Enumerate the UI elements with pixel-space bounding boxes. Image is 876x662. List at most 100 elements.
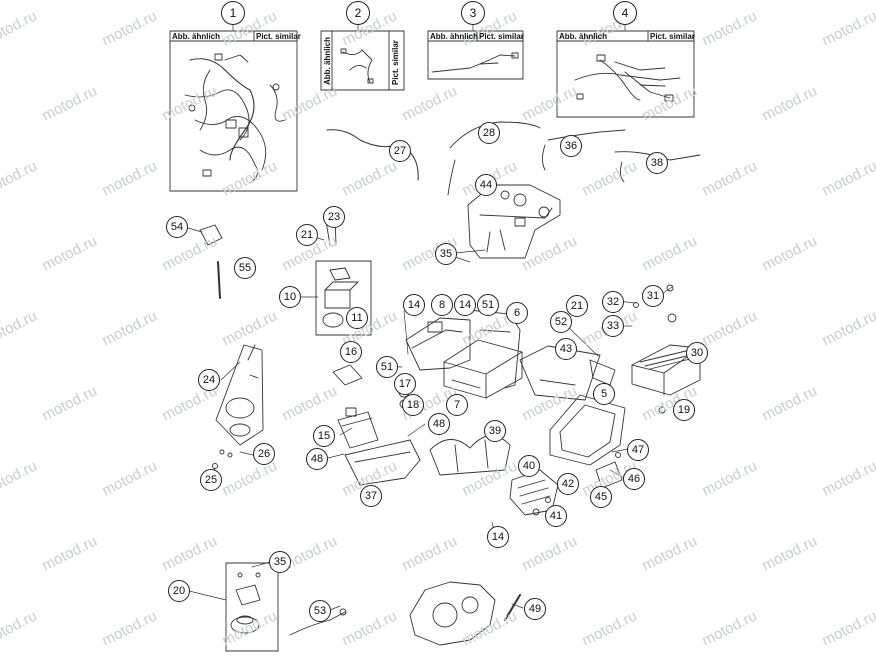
watermark: motod.ru bbox=[519, 532, 580, 575]
relay-45 bbox=[595, 452, 623, 489]
watermark: motod.ru bbox=[459, 607, 520, 650]
watermark: motod.ru bbox=[99, 307, 160, 350]
leader-lines bbox=[187, 23, 673, 611]
callout-c35a: 35 bbox=[435, 243, 457, 265]
callout-c45: 45 bbox=[590, 486, 612, 508]
watermark: motod.ru bbox=[699, 307, 760, 350]
callout-c11: 11 bbox=[346, 307, 368, 329]
callout-c55: 55 bbox=[234, 257, 256, 279]
inset2-label-en: Pict. similar bbox=[391, 40, 400, 85]
watermark: motod.ru bbox=[99, 7, 160, 50]
watermark: motod.ru bbox=[339, 157, 400, 200]
callout-c14c: 14 bbox=[487, 526, 509, 548]
watermark: motod.ru bbox=[699, 157, 760, 200]
callout-c14a: 14 bbox=[403, 294, 425, 316]
callout-c4: 4 bbox=[613, 1, 637, 25]
callout-c7: 7 bbox=[446, 394, 468, 416]
watermark: motod.ru bbox=[219, 457, 280, 500]
callout-c23: 23 bbox=[323, 206, 345, 228]
watermark: motod.ru bbox=[0, 307, 40, 350]
inset3-label-de: Abb. ähnlich bbox=[430, 32, 478, 41]
callout-c38: 38 bbox=[646, 152, 668, 174]
inset-main-harness bbox=[169, 30, 298, 192]
watermark: motod.ru bbox=[519, 232, 580, 275]
watermark: motod.ru bbox=[279, 82, 340, 125]
callout-c21a: 21 bbox=[296, 224, 318, 246]
callout-c19: 19 bbox=[673, 399, 695, 421]
tray-37 bbox=[344, 439, 421, 486]
watermark: motod.ru bbox=[219, 607, 280, 650]
callout-c39: 39 bbox=[484, 420, 506, 442]
watermark: motod.ru bbox=[819, 157, 876, 200]
watermark: motod.ru bbox=[579, 607, 640, 650]
callout-c54: 54 bbox=[166, 216, 188, 238]
callout-c53: 53 bbox=[309, 600, 331, 622]
callout-c18: 18 bbox=[402, 394, 424, 416]
watermark: motod.ru bbox=[699, 607, 760, 650]
callout-c16: 16 bbox=[340, 341, 362, 363]
watermark: motod.ru bbox=[819, 457, 876, 500]
watermark: motod.ru bbox=[639, 82, 700, 125]
inset-harness-2 bbox=[320, 30, 405, 91]
callout-c20: 20 bbox=[168, 580, 190, 602]
watermark: motod.ru bbox=[159, 232, 220, 275]
watermark: motod.ru bbox=[699, 457, 760, 500]
watermark: motod.ru bbox=[399, 532, 460, 575]
watermark: motod.ru bbox=[159, 532, 220, 575]
watermark: motod.ru bbox=[399, 82, 460, 125]
connector-group bbox=[405, 309, 521, 389]
watermark: motod.ru bbox=[759, 382, 820, 425]
watermark: motod.ru bbox=[639, 232, 700, 275]
watermark: motod.ru bbox=[39, 382, 100, 425]
callout-c25: 25 bbox=[200, 469, 222, 491]
callout-c42: 42 bbox=[557, 473, 579, 495]
watermark: motod.ru bbox=[39, 82, 100, 125]
callout-c6: 6 bbox=[506, 302, 528, 324]
callout-c26: 26 bbox=[253, 443, 275, 465]
watermark: motod.ru bbox=[99, 157, 160, 200]
holder-5 bbox=[549, 394, 626, 466]
watermark: motod.ru bbox=[219, 157, 280, 200]
callout-c1: 1 bbox=[221, 1, 245, 25]
callout-c33: 33 bbox=[602, 315, 624, 337]
callout-c32: 32 bbox=[602, 291, 624, 313]
relay-inset bbox=[315, 260, 372, 336]
watermark: motod.ru bbox=[639, 532, 700, 575]
horn-inset bbox=[225, 562, 279, 652]
watermark: motod.ru bbox=[279, 382, 340, 425]
watermark: motod.ru bbox=[0, 457, 40, 500]
ecu-7 bbox=[443, 339, 523, 399]
callout-c28: 28 bbox=[478, 122, 500, 144]
callout-c51b: 51 bbox=[376, 356, 398, 378]
watermark: motod.ru bbox=[0, 607, 40, 650]
callout-c43: 43 bbox=[555, 338, 577, 360]
watermark: motod.ru bbox=[159, 82, 220, 125]
callout-c27: 27 bbox=[389, 140, 411, 162]
switch-15 bbox=[337, 407, 379, 449]
inset3-label-en: Pict. similar bbox=[479, 32, 524, 41]
watermark: motod.ru bbox=[39, 532, 100, 575]
callout-c35b: 35 bbox=[269, 551, 291, 573]
callout-c24: 24 bbox=[198, 369, 220, 391]
callout-c14b: 14 bbox=[454, 294, 476, 316]
bracket-44 bbox=[467, 184, 561, 259]
watermark: motod.ru bbox=[759, 532, 820, 575]
callout-c48a: 48 bbox=[428, 413, 450, 435]
callout-c46: 46 bbox=[623, 468, 645, 490]
watermark: motod.ru bbox=[579, 157, 640, 200]
watermark: motod.ru bbox=[519, 82, 580, 125]
watermark: motod.ru bbox=[519, 382, 580, 425]
callout-c51a: 51 bbox=[477, 294, 499, 316]
callout-c52: 52 bbox=[550, 311, 572, 333]
inset-harness-4 bbox=[556, 30, 695, 118]
callout-c41: 41 bbox=[545, 505, 567, 527]
watermark: motod.ru bbox=[339, 607, 400, 650]
watermark: motod.ru bbox=[699, 7, 760, 50]
inset1-label-de: Abb. ähnlich bbox=[172, 32, 220, 41]
callout-c48b: 48 bbox=[306, 448, 328, 470]
callout-c21b: 21 bbox=[566, 295, 588, 317]
callout-c15: 15 bbox=[313, 425, 335, 447]
ignition-24 bbox=[212, 344, 264, 469]
callout-c49: 49 bbox=[524, 598, 546, 620]
callout-c8: 8 bbox=[431, 294, 453, 316]
